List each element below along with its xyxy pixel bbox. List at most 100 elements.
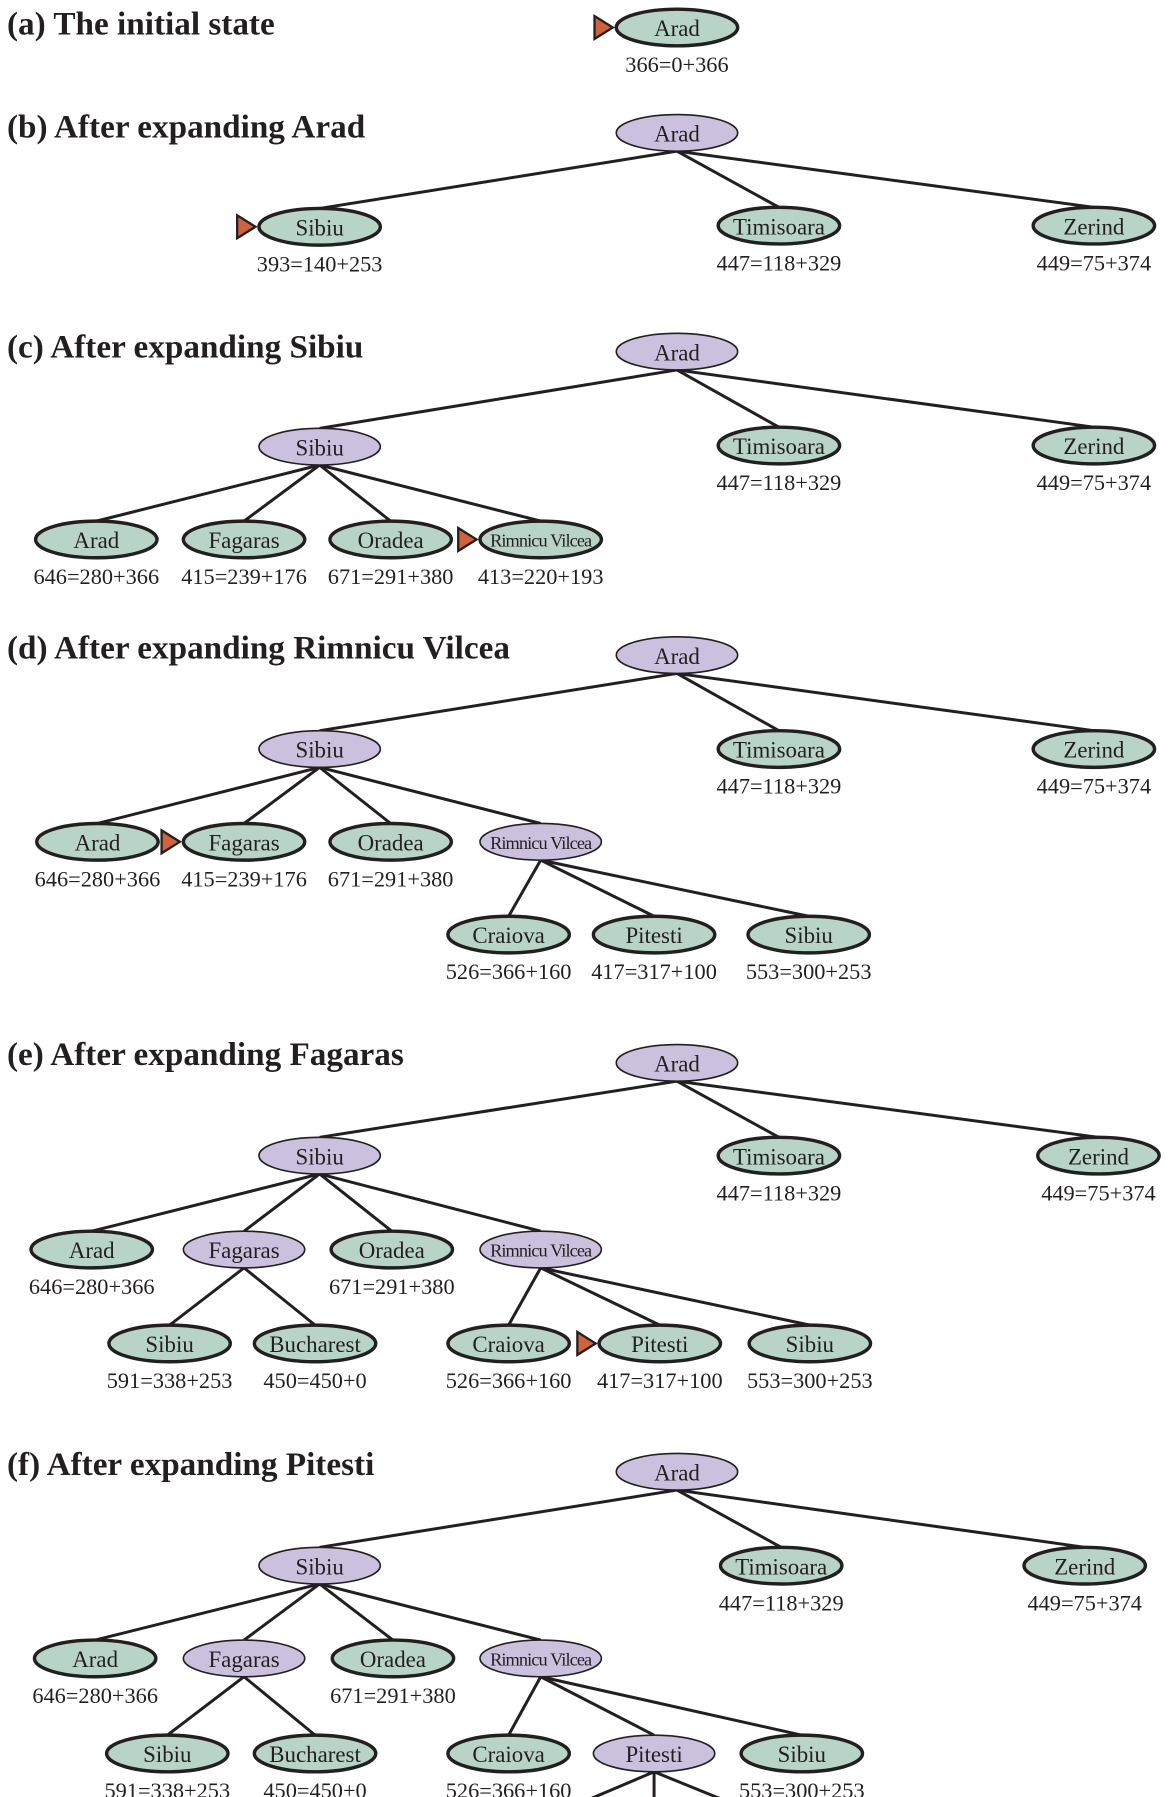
tree-node: Sibiu — [258, 1136, 382, 1175]
node-name: Fagaras — [208, 1647, 279, 1672]
expanded-node-ellipse — [258, 729, 382, 769]
node-name: Arad — [654, 644, 700, 669]
tree-edge — [243, 1675, 317, 1737]
node-name: Arad — [75, 830, 121, 855]
node-name: Oradea — [358, 528, 424, 553]
panel-title: (f) After expanding Pitesti — [7, 1446, 374, 1483]
node-f-value: 447=118+329 — [716, 774, 841, 799]
expanded-node-ellipse — [258, 1136, 382, 1175]
tree-node: Arad — [615, 113, 739, 152]
node-name: Fagaras — [208, 528, 279, 553]
expanded-node-ellipse — [258, 1546, 382, 1585]
tree-edge — [318, 1172, 393, 1233]
tree-edge — [540, 858, 655, 918]
tree-node: Fagaras — [182, 1230, 306, 1269]
tree-edge — [653, 1770, 721, 1797]
node-f-value: 450=450+0 — [263, 1368, 366, 1393]
tree-node: Rimnicu Vilcea — [479, 1230, 603, 1269]
node-name: Sibiu — [295, 738, 344, 763]
frontier-node-ellipse — [446, 1733, 572, 1774]
panel-title: (e) After expanding Fagaras — [7, 1036, 404, 1073]
next-expansion-marker-icon — [160, 828, 183, 856]
panel-title: (c) After expanding Sibiu — [7, 328, 363, 365]
frontier-node-ellipse — [1031, 205, 1157, 246]
tree-node: Rimnicu Vilcea — [479, 822, 603, 861]
node-name: Bucharest — [269, 1332, 361, 1357]
frontier-node-ellipse — [1022, 1545, 1148, 1586]
frontier-node-ellipse — [716, 205, 842, 246]
expanded-node-ellipse — [182, 1639, 306, 1678]
tree-edge — [540, 1675, 655, 1737]
node-name: Sibiu — [143, 1742, 192, 1767]
node-name: Pitesti — [625, 1742, 682, 1767]
node-f-value: 591=338+253 — [107, 1368, 233, 1393]
tree-node: Arad — [615, 1043, 739, 1082]
node-name: Craiova — [472, 1332, 544, 1357]
tree-edge — [318, 1582, 394, 1642]
frontier-node-ellipse — [1031, 425, 1157, 466]
tree-edge — [319, 149, 678, 210]
tree-node: Arad — [615, 1452, 739, 1491]
expanded-node-ellipse — [258, 427, 382, 466]
node-name: Timisoara — [733, 434, 825, 459]
node-name: Sibiu — [786, 1332, 835, 1357]
node-f-value: 553=300+253 — [739, 1778, 865, 1797]
node-name: Zerind — [1063, 214, 1125, 239]
node-name: Sibiu — [785, 923, 834, 948]
node-f-value: 553=300+253 — [746, 959, 872, 984]
frontier-node-ellipse — [328, 821, 454, 862]
node-name: Rimnicu Vilcea — [490, 1241, 592, 1261]
frontier-node-ellipse — [739, 1733, 865, 1774]
node-f-value: 646=280+366 — [33, 564, 159, 589]
tree-edge — [540, 858, 809, 918]
tree-edge — [319, 1079, 678, 1139]
node-name: Timisoara — [733, 214, 825, 239]
tree-edge — [168, 1266, 245, 1327]
tree-node: Fagaras — [182, 1639, 306, 1678]
frontier-node-ellipse — [591, 914, 717, 955]
node-name: Rimnicu Vilcea — [490, 531, 592, 551]
tree-edge — [95, 463, 321, 523]
tree-edge — [540, 1266, 811, 1327]
tree-edge — [676, 368, 780, 429]
frontier-node-ellipse — [33, 519, 159, 560]
tree-edge — [243, 463, 321, 523]
node-name: Craiova — [472, 1742, 544, 1767]
tree-edge — [319, 671, 678, 733]
tree-edge — [540, 1266, 661, 1327]
tree-edge — [676, 1488, 1085, 1549]
frontier-node-ellipse — [746, 914, 872, 955]
panel-title: (b) After expanding Arad — [7, 108, 366, 145]
tree-edge — [319, 1172, 542, 1233]
node-f-value: 671=291+380 — [328, 866, 454, 891]
node-f-value: 447=118+329 — [719, 1590, 844, 1615]
tree-edge — [507, 859, 542, 917]
tree-edge — [318, 463, 392, 523]
frontier-node-ellipse — [328, 519, 454, 560]
tree-edge — [676, 368, 1095, 429]
node-name: Fagaras — [208, 1238, 279, 1263]
node-name: Oradea — [360, 1647, 426, 1672]
frontier-node-ellipse — [1031, 728, 1157, 770]
frontier-node-ellipse — [716, 728, 842, 770]
node-name: Rimnicu Vilcea — [490, 833, 592, 853]
frontier-node-ellipse — [104, 1733, 230, 1774]
node-name: Zerind — [1063, 434, 1125, 459]
